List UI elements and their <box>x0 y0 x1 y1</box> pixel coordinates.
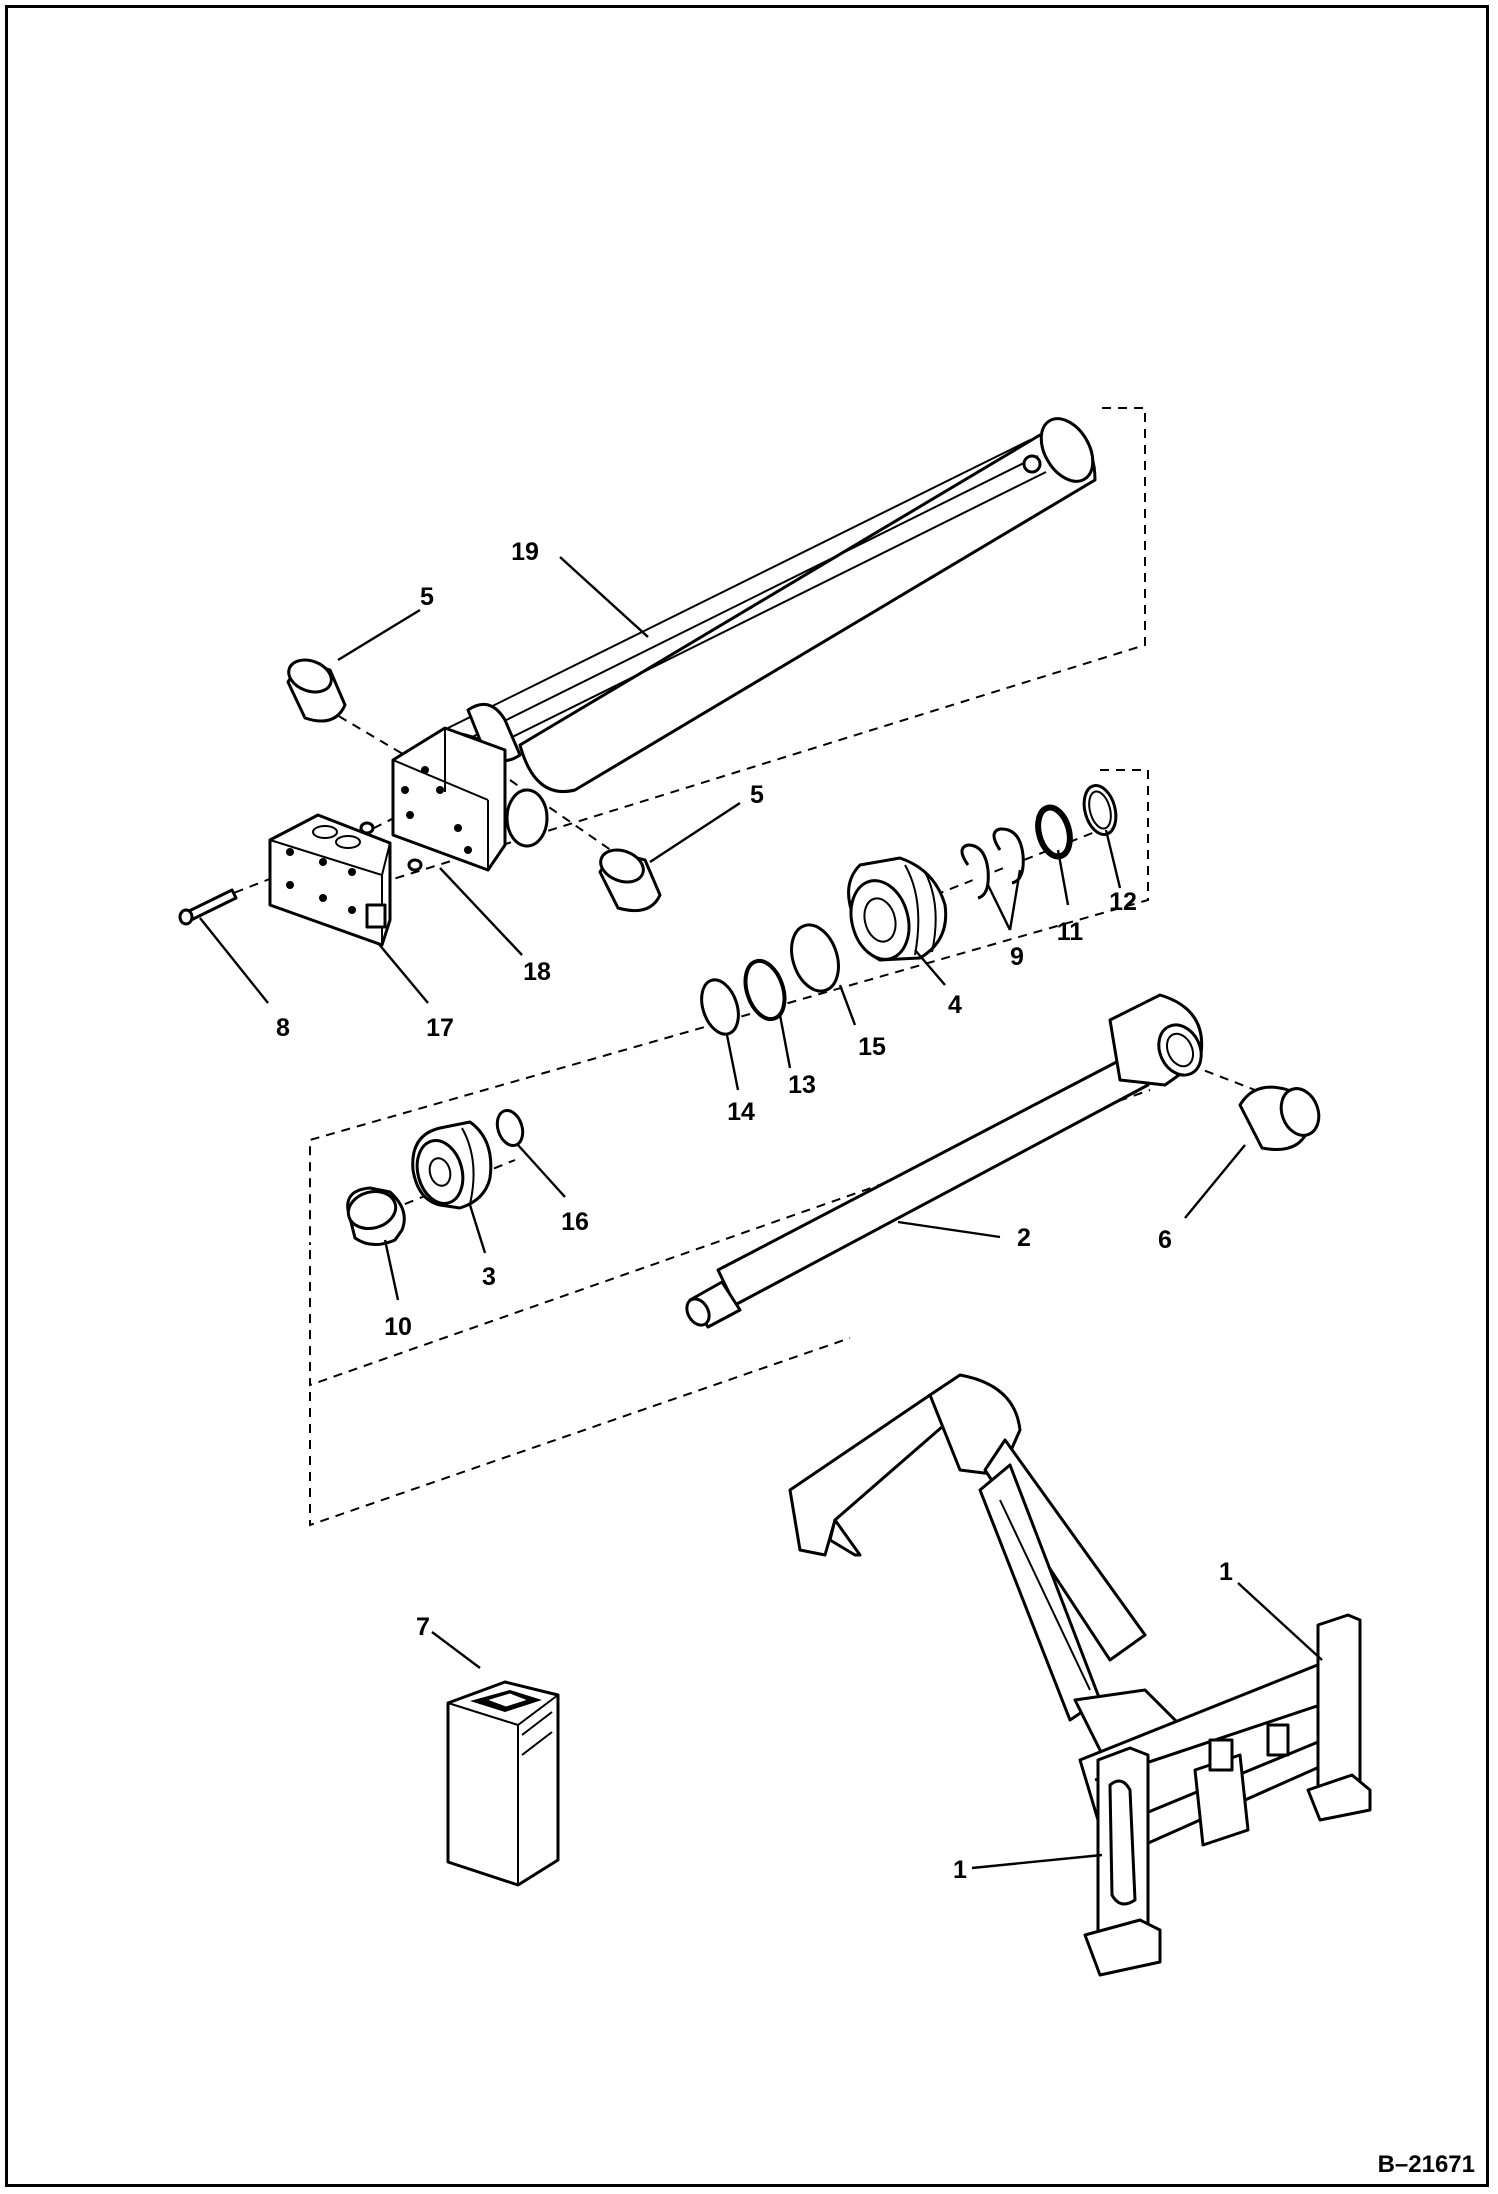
part-9-wear-rings <box>960 827 1025 900</box>
dashed-guide-lines <box>189 407 1256 1527</box>
part-15-ring <box>790 923 840 993</box>
part-14-ring <box>700 978 740 1036</box>
part-19-cylinder-barrel <box>391 417 1097 872</box>
part-11-seal <box>1035 804 1073 860</box>
part-4-piston <box>847 856 948 962</box>
callout-5-lower: 5 <box>750 781 764 809</box>
callout-6: 6 <box>1158 1226 1172 1254</box>
part-1-backhoe-assembly <box>788 1373 1372 1977</box>
callout-1-left: 1 <box>953 1856 967 1884</box>
leader-lines <box>199 556 1323 1870</box>
callout-2: 2 <box>1017 1224 1031 1252</box>
part-13-ring <box>743 958 787 1022</box>
callout-19: 19 <box>511 538 539 566</box>
callout-labels: 19 5 5 18 17 8 12 11 9 4 15 13 14 16 3 1… <box>276 538 1233 1884</box>
callout-5-upper: 5 <box>420 583 434 611</box>
callout-18: 18 <box>523 958 551 986</box>
part-3-gland <box>411 1120 493 1210</box>
callout-14: 14 <box>727 1098 755 1126</box>
document-id: B–21671 <box>1378 2151 1475 2178</box>
part-18-o-rings <box>359 821 423 872</box>
part-12-seal <box>1082 784 1118 836</box>
callout-10: 10 <box>384 1313 412 1341</box>
callout-16: 16 <box>561 1208 589 1236</box>
part-5-bushing-lower <box>598 848 662 913</box>
part-6-bushing <box>1238 1085 1321 1151</box>
callout-15: 15 <box>858 1033 886 1061</box>
part-5-bushing-upper <box>286 658 347 723</box>
callout-7: 7 <box>416 1613 430 1641</box>
callout-13: 13 <box>788 1071 816 1099</box>
part-10-wiper <box>346 1186 406 1246</box>
part-2-piston-rod <box>685 993 1204 1329</box>
part-8-bolt <box>178 888 238 926</box>
callout-12: 12 <box>1109 888 1137 916</box>
callout-1-right: 1 <box>1219 1558 1233 1586</box>
callout-11: 11 <box>1057 918 1084 946</box>
callout-4: 4 <box>948 991 962 1019</box>
callout-9: 9 <box>1010 943 1024 971</box>
part-7-seal-kit <box>446 1680 560 1887</box>
part-16-o-ring <box>495 1108 525 1148</box>
callout-17: 17 <box>426 1014 454 1042</box>
callout-8: 8 <box>276 1014 290 1042</box>
callout-3: 3 <box>482 1263 496 1291</box>
drawing-frame <box>5 5 1489 2187</box>
part-17-valve-block <box>268 813 392 947</box>
